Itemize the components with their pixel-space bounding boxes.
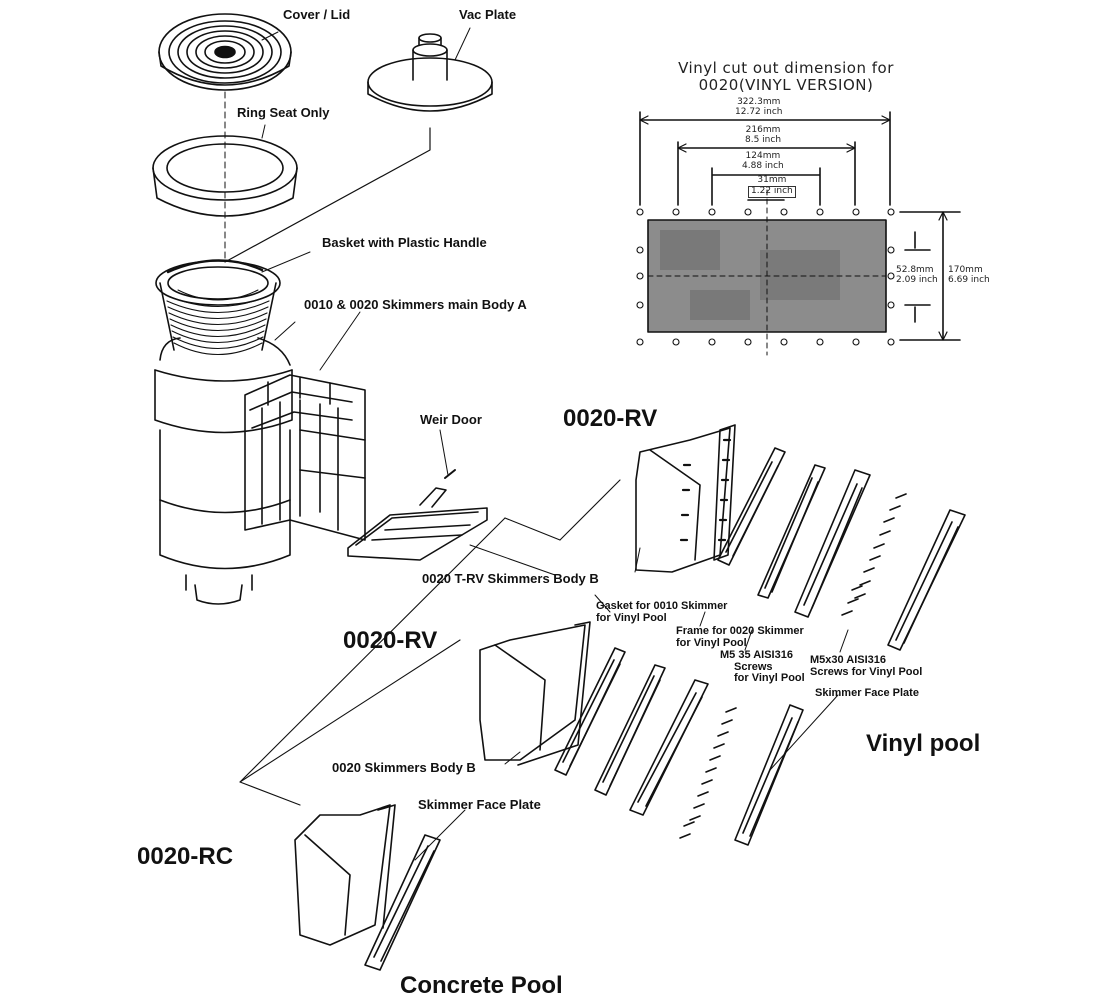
section-concrete-pool: Concrete Pool [400, 972, 563, 999]
cutout-title: Vinyl cut out dimension for 0020(VINYL V… [636, 60, 936, 93]
vac-plate-label: Vac Plate [459, 7, 517, 22]
width-4-in: 1.22 inch [748, 185, 796, 198]
basket-part [155, 259, 281, 356]
width-3-mm: 124mm [745, 151, 781, 161]
width-2-in: 8.5 inch [745, 134, 782, 145]
width-4-mm: 31mm [757, 175, 787, 185]
width-2-dim: 216mm 8.5 inch [745, 125, 782, 146]
height-2-in: 6.69 inch [948, 274, 990, 285]
height-1-mm: 52.8mm [896, 265, 934, 275]
m5-35-label-line1: M5 35 AISI316 [720, 649, 793, 661]
frame-label-line2: for Vinyl Pool [676, 636, 747, 649]
m5-35-screws-label: M5 35 AISI316 Screws for Vinyl Pool [720, 649, 805, 685]
rv-mid-assembly [479, 621, 804, 846]
gasket-label-line1: Gasket for 0010 Skimmer [596, 600, 728, 612]
height-2-dim: 170mm 6.69 inch [948, 265, 990, 286]
width-3-in: 4.88 inch [742, 160, 784, 171]
m5-35-label-line2: Screws [734, 660, 773, 673]
gasket-label: Gasket for 0010 Skimmer for Vinyl Pool [596, 600, 728, 624]
model-rv-top: 0020-RV [563, 405, 658, 432]
m5x30-label-line1: M5x30 AISI316 [810, 654, 887, 666]
gasket-label-line2: for Vinyl Pool [596, 611, 667, 624]
cutout-title-line2: 0020(VINYL VERSION) [698, 75, 874, 94]
body-b-label: 0020 Skimmers Body B [332, 760, 476, 775]
width-2-mm: 216mm [745, 125, 781, 135]
vac-plate-part [367, 33, 493, 112]
cover-lid-label: Cover / Lid [283, 7, 351, 22]
cutout-dimension-drawing [636, 111, 961, 356]
m5x30-screws-label: M5x30 AISI316 Screws for Vinyl Pool [810, 654, 923, 678]
rv-top-assembly [635, 424, 966, 651]
height-1-dim: 52.8mm 2.09 inch [896, 265, 938, 286]
frame-label: Frame for 0020 Skimmer for Vinyl Pool [676, 625, 804, 649]
height-1-in: 2.09 inch [896, 274, 938, 285]
width-1-mm: 322.3mm [737, 97, 781, 107]
ring-seat-label: Ring Seat Only [237, 105, 330, 120]
m5-35-label-line3: for Vinyl Pool [734, 672, 805, 685]
basket-label: Basket with Plastic Handle [322, 235, 487, 250]
main-body-part [154, 337, 366, 605]
model-rv-mid: 0020-RV [343, 627, 438, 654]
weir-door-label: Weir Door [420, 412, 482, 427]
weir-door-part [347, 469, 488, 561]
model-rc: 0020-RC [137, 843, 234, 870]
main-body-label: 0010 & 0020 Skimmers main Body A [304, 297, 527, 312]
section-vinyl-pool: Vinyl pool [866, 730, 981, 757]
face-plate-vinyl-label: Skimmer Face Plate [815, 687, 919, 699]
width-4-dim: 31mm 1.22 inch [748, 175, 796, 198]
width-1-in: 12.72 inch [735, 106, 783, 117]
m5x30-label-line2: Screws for Vinyl Pool [810, 665, 923, 678]
frame-label-line1: Frame for 0020 Skimmer [676, 625, 804, 637]
cover-lid-part [158, 13, 292, 91]
face-plate-concrete-label: Skimmer Face Plate [418, 797, 541, 812]
height-2-mm: 170mm [948, 265, 983, 275]
width-3-dim: 124mm 4.88 inch [742, 151, 784, 172]
width-1-dim: 322.3mm 12.72 inch [735, 97, 783, 118]
rc-assembly [294, 804, 441, 971]
t-rv-body-b-label: 0020 T-RV Skimmers Body B [422, 571, 599, 586]
cutout-title-line1: Vinyl cut out dimension for [678, 59, 894, 77]
